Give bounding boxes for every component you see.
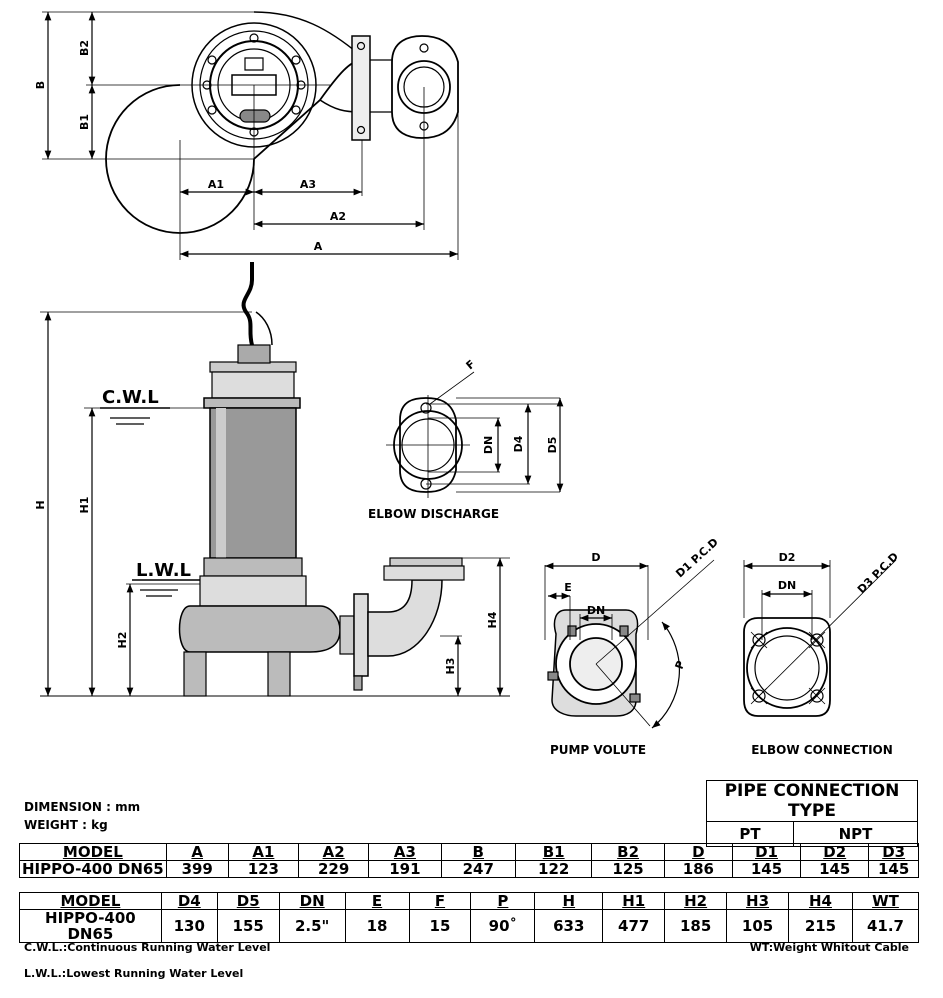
dim-p-label: P bbox=[673, 659, 688, 671]
dim-h1-label: H1 bbox=[78, 497, 91, 514]
dim-b2-label: B2 bbox=[78, 40, 91, 56]
table-cell: 122 bbox=[514, 860, 593, 878]
table-cell: 145 bbox=[800, 860, 870, 878]
dim-d-label: D bbox=[591, 551, 600, 564]
table-cell: 90˚ bbox=[470, 909, 536, 943]
table-header: D3 bbox=[868, 843, 919, 861]
table-cell: 185 bbox=[664, 909, 728, 943]
table-cell: 145 bbox=[868, 860, 919, 878]
dim-h2-label: H2 bbox=[116, 632, 129, 649]
elbow-discharge-view bbox=[386, 371, 564, 498]
table-cell: 633 bbox=[534, 909, 604, 943]
note-lwl: L.W.L.:Lowest Running Water Level bbox=[24, 967, 244, 980]
table-header: B2 bbox=[591, 843, 665, 861]
table-cell: 18 bbox=[344, 909, 410, 943]
table-cell: 247 bbox=[440, 860, 516, 878]
dim-d1-label: D1 P.C.D bbox=[673, 536, 721, 581]
table-cell: HIPPO-400 DN65 bbox=[19, 909, 162, 943]
table-cell: 229 bbox=[297, 860, 370, 878]
table-header: H1 bbox=[602, 892, 666, 910]
table-header: D4 bbox=[160, 892, 218, 910]
dimension-unit: DIMENSION : mm bbox=[24, 800, 141, 814]
dim-dn-discharge-label: DN bbox=[482, 436, 495, 454]
table-cell: 41.7 bbox=[851, 909, 920, 943]
table-row: HIPPO-400 DN65 399 123 229 191 247 122 1… bbox=[19, 860, 919, 878]
dim-dn-volute-label: DN bbox=[587, 604, 605, 617]
dim-a3-label: A3 bbox=[300, 178, 316, 191]
dim-d2-label: D2 bbox=[779, 551, 796, 564]
table-cell: 399 bbox=[165, 860, 229, 878]
elbow-discharge-caption: ELBOW DISCHARGE bbox=[368, 507, 499, 521]
table-cell: 2.5" bbox=[278, 909, 346, 943]
dim-dn-connection-label: DN bbox=[778, 579, 796, 592]
dim-b1-label: B1 bbox=[78, 114, 91, 130]
elbow-connection-view bbox=[743, 559, 897, 717]
top-view bbox=[42, 11, 459, 260]
pipe-connection-title: PIPE CONNECTION TYPE bbox=[706, 780, 918, 822]
note-wt: WT:Weight Whitout Cable bbox=[749, 941, 909, 954]
table-cell: 155 bbox=[216, 909, 280, 943]
spec-table-2: MODEL D4 D5 DN E F P H H1 H2 H3 H4 WT HI… bbox=[19, 892, 920, 943]
table-header: H2 bbox=[664, 892, 728, 910]
table-header: WT bbox=[851, 892, 920, 910]
spec-table-1-header: MODEL A A1 A2 A3 B B1 B2 D D1 D2 D3 bbox=[19, 843, 919, 861]
table-header: H4 bbox=[788, 892, 853, 910]
table-header: H3 bbox=[726, 892, 790, 910]
dim-h3-label: H3 bbox=[444, 658, 457, 675]
pump-volute-view bbox=[544, 559, 715, 729]
table-header: A bbox=[165, 843, 229, 861]
table-header: A1 bbox=[227, 843, 299, 861]
table-cell: 191 bbox=[368, 860, 442, 878]
table-cell: 15 bbox=[408, 909, 472, 943]
table-header: D1 bbox=[731, 843, 802, 861]
note-cwl: C.W.L.:Continuous Running Water Level bbox=[24, 941, 271, 954]
table-header: D5 bbox=[216, 892, 280, 910]
table-header: A3 bbox=[368, 843, 442, 861]
table-header: D bbox=[663, 843, 733, 861]
dim-d3-label: D3 P.C.D bbox=[855, 550, 901, 596]
table-cell: HIPPO-400 DN65 bbox=[19, 860, 167, 878]
weight-unit: WEIGHT : kg bbox=[24, 818, 108, 832]
dim-h4-label: H4 bbox=[486, 611, 499, 628]
table-header: MODEL bbox=[19, 843, 167, 861]
table-cell: 145 bbox=[731, 860, 802, 878]
table-cell: 105 bbox=[726, 909, 790, 943]
table-header: P bbox=[470, 892, 536, 910]
dim-a-label: A bbox=[314, 240, 323, 253]
pump-volute-caption: PUMP VOLUTE bbox=[550, 743, 646, 757]
table-row: HIPPO-400 DN65 130 155 2.5" 18 15 90˚ 63… bbox=[19, 909, 920, 943]
table-header: MODEL bbox=[19, 892, 162, 910]
spec-table-2-header: MODEL D4 D5 DN E F P H H1 H2 H3 H4 WT bbox=[19, 892, 920, 910]
table-header: DN bbox=[278, 892, 346, 910]
table-header: F bbox=[408, 892, 472, 910]
dim-b-label: B bbox=[34, 81, 47, 89]
dim-a2-label: A2 bbox=[330, 210, 346, 223]
table-header: A2 bbox=[297, 843, 370, 861]
dim-e-label: E bbox=[564, 581, 572, 594]
cwl-label: C.W.L bbox=[102, 387, 159, 408]
spec-table-1: MODEL A A1 A2 A3 B B1 B2 D D1 D2 D3 HIPP… bbox=[19, 843, 919, 878]
table-cell: 125 bbox=[591, 860, 665, 878]
table-header: B1 bbox=[514, 843, 593, 861]
dim-d5-label: D5 bbox=[546, 437, 559, 454]
lwl-label: L.W.L bbox=[136, 560, 191, 581]
table-cell: 477 bbox=[602, 909, 666, 943]
dim-d4-label: D4 bbox=[512, 435, 525, 452]
pipe-connection-table: PIPE CONNECTION TYPE PT NPT bbox=[706, 780, 918, 847]
dim-a1-label: A1 bbox=[208, 178, 224, 191]
table-header: B bbox=[440, 843, 516, 861]
table-cell: 130 bbox=[160, 909, 218, 943]
dim-f-label: F bbox=[464, 358, 478, 373]
dim-h-label: H bbox=[34, 500, 47, 509]
table-cell: 186 bbox=[663, 860, 733, 878]
drawing-canvas: A1 A3 A2 A B B2 B1 bbox=[34, 11, 901, 757]
table-header: E bbox=[344, 892, 410, 910]
pipe-option-pt: PT bbox=[706, 821, 794, 847]
side-view bbox=[40, 262, 510, 697]
elbow-connection-caption: ELBOW CONNECTION bbox=[751, 743, 893, 757]
table-cell: 215 bbox=[788, 909, 853, 943]
table-header: H bbox=[534, 892, 604, 910]
table-cell: 123 bbox=[227, 860, 299, 878]
table-header: D2 bbox=[800, 843, 870, 861]
